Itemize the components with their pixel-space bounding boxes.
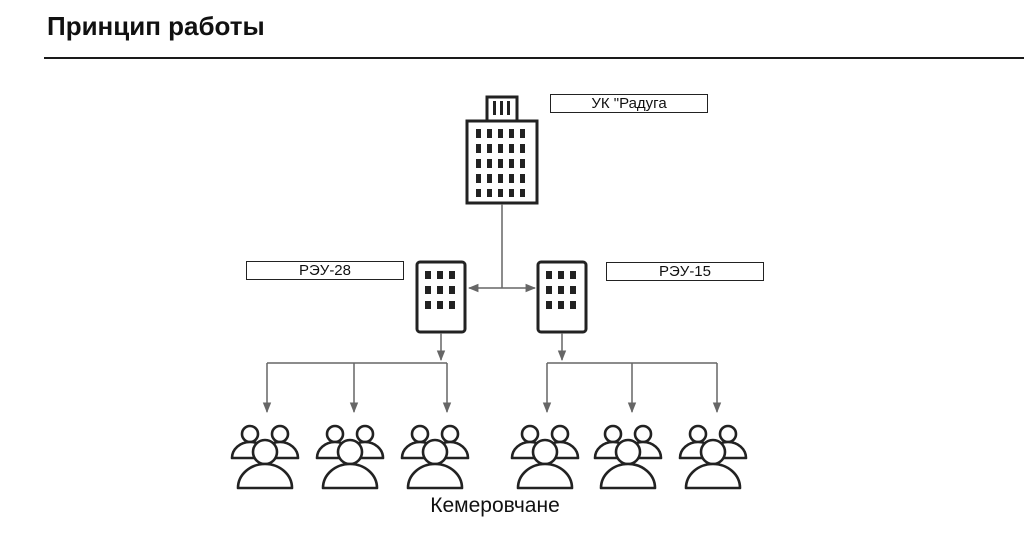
right-branch-connectors [542,333,722,414]
user-group-icon [315,424,385,490]
user-group-icon [593,424,663,490]
residents-caption: Кемеровчане [430,494,560,517]
user-group-icon [678,424,748,490]
user-group-icon [400,424,470,490]
office-tower-icon [465,95,539,205]
office-building-icon [415,260,467,334]
left-branch-connectors [262,333,452,414]
hq-connectors [467,204,537,293]
right-office-label: РЭУ-15 [606,262,764,281]
user-group-icon [510,424,580,490]
left-office-label: РЭУ-28 [246,261,404,280]
title-divider [44,57,1024,59]
user-group-icon [230,424,300,490]
office-building-icon [536,260,588,334]
root-label: УК "Радуга [550,94,708,113]
page-title: Принцип работы [47,11,265,41]
